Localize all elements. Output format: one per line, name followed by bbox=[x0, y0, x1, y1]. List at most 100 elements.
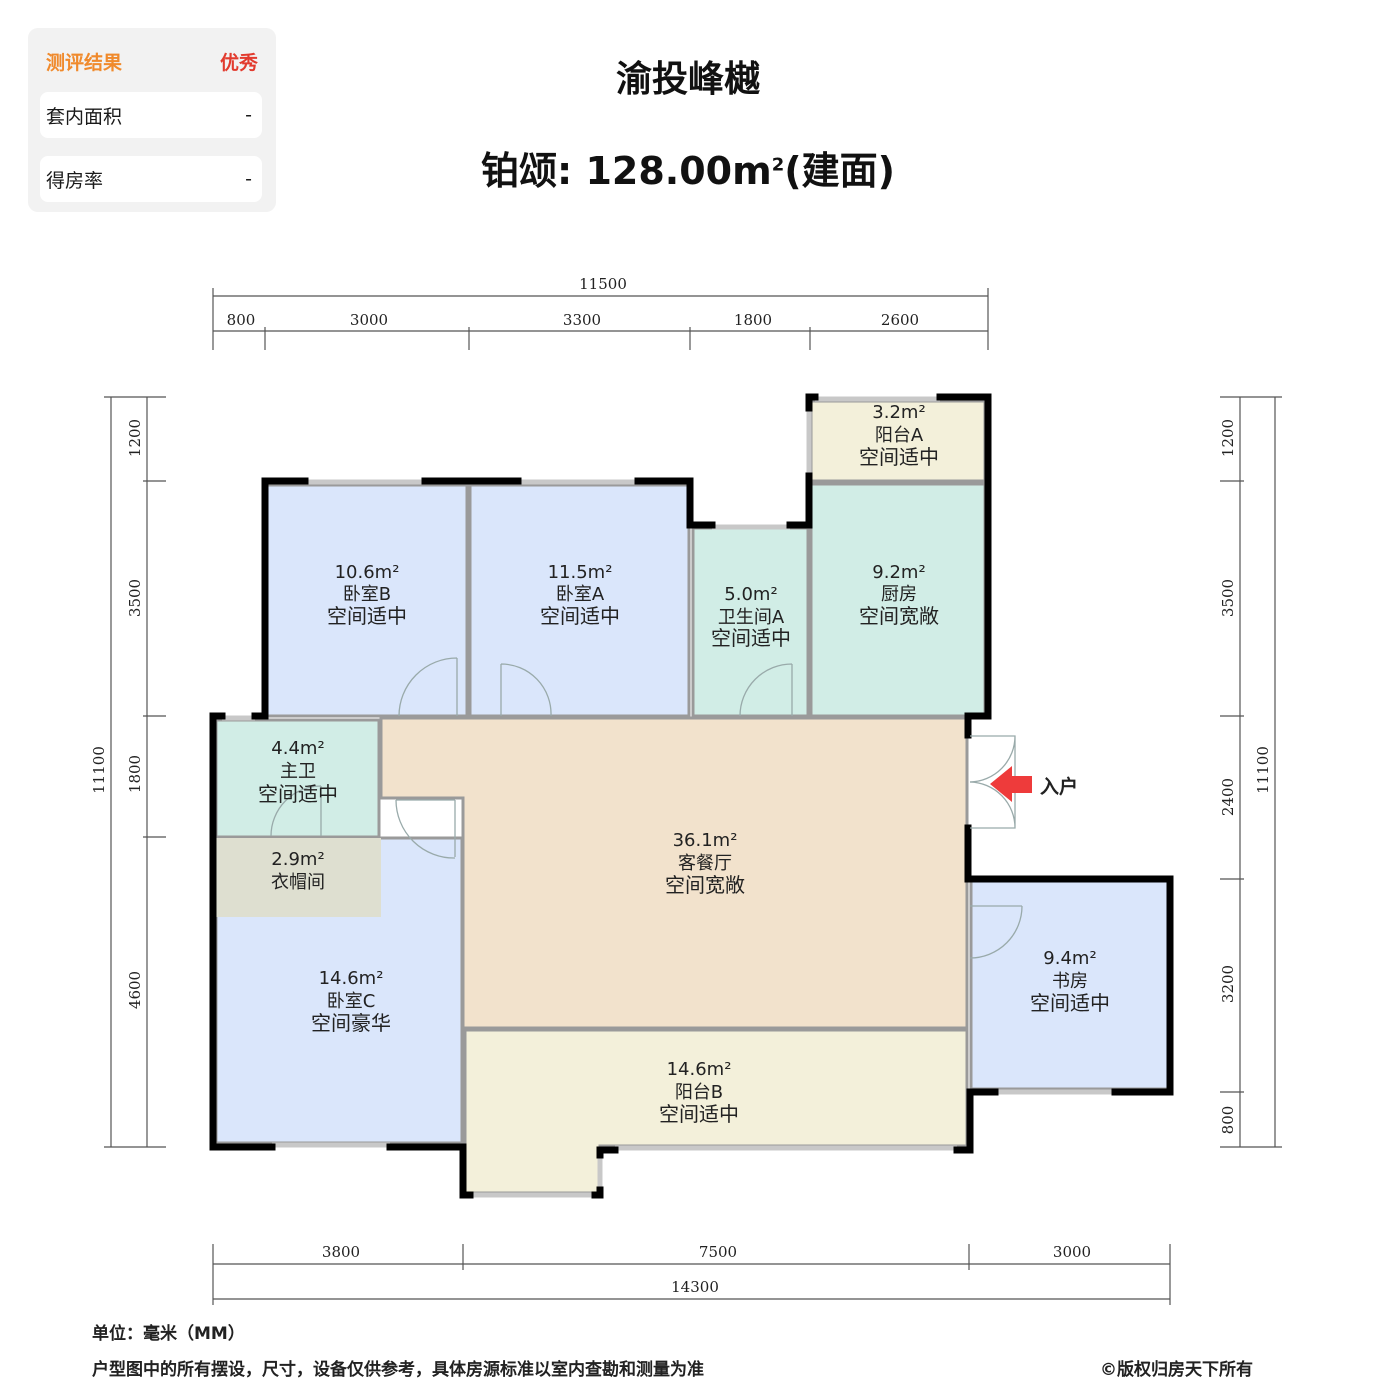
disclaimer: 户型图中的所有摆设，尺寸，设备仅供参考，具体房源标准以室内查勘和测量为准 bbox=[92, 1360, 704, 1380]
svg-text:客餐厅: 客餐厅 bbox=[678, 853, 732, 874]
unit-title: 铂颂: 128.00m2(建面) bbox=[0, 140, 1376, 195]
room-fills bbox=[214, 399, 1170, 1195]
dim-bottom-2: 3000 bbox=[1053, 1243, 1091, 1261]
bedroom-b bbox=[265, 483, 469, 718]
svg-text:空间适中: 空间适中 bbox=[1030, 991, 1110, 1015]
svg-text:卧室B: 卧室B bbox=[343, 584, 391, 605]
entry-label: 入户 bbox=[1040, 775, 1078, 798]
efficiency-label: 得房率 bbox=[46, 169, 104, 192]
svg-text:9.4m²: 9.4m² bbox=[1043, 948, 1096, 969]
left-dimensions bbox=[104, 396, 166, 1148]
room-label-kitchen: 9.2m² 厨房 空间宽敞 bbox=[859, 562, 939, 628]
dim-bottom-total: 14300 bbox=[671, 1278, 719, 1296]
svg-text:阳台B: 阳台B bbox=[675, 1082, 723, 1103]
svg-text:空间适中: 空间适中 bbox=[327, 604, 407, 628]
master-bath bbox=[214, 718, 381, 839]
room-label-closet: 2.9m² 衣帽间 bbox=[271, 849, 325, 893]
dim-top-total: 11500 bbox=[579, 275, 627, 293]
room-label-bedroom-b: 10.6m² 卧室B 空间适中 bbox=[327, 562, 407, 628]
doors bbox=[270, 657, 1023, 959]
svg-text:空间适中: 空间适中 bbox=[711, 626, 791, 650]
door-master-bath bbox=[270, 785, 322, 837]
room-label-bathroom-a: 5.0m² 卫生间A 空间适中 bbox=[711, 584, 791, 650]
room-label-living: 36.1m² 客餐厅 空间宽敞 bbox=[665, 830, 745, 897]
room-label-study: 9.4m² 书房 空间适中 bbox=[1030, 948, 1110, 1015]
svg-text:3.2m²: 3.2m² bbox=[872, 402, 925, 423]
result-value: 优秀 bbox=[219, 52, 258, 74]
dim-left-3: 4600 bbox=[126, 971, 144, 1009]
efficiency-row: 得房率 - bbox=[40, 156, 262, 202]
svg-text:主卫: 主卫 bbox=[280, 761, 316, 782]
dim-right-2: 2400 bbox=[1219, 778, 1237, 816]
study bbox=[969, 879, 1170, 1091]
dim-top-4: 2600 bbox=[881, 311, 919, 329]
svg-text:厨房: 厨房 bbox=[881, 584, 917, 605]
svg-text:9.2m²: 9.2m² bbox=[872, 562, 925, 583]
svg-text:5.0m²: 5.0m² bbox=[724, 584, 777, 605]
dim-top-3: 1800 bbox=[734, 311, 772, 329]
closet bbox=[216, 838, 381, 917]
room-label-balcony-a: 3.2m² 阳台A 空间适中 bbox=[859, 402, 939, 469]
unit-note: 单位：毫米（MM） bbox=[92, 1324, 245, 1344]
svg-text:10.6m²: 10.6m² bbox=[335, 562, 400, 583]
dim-top-0: 800 bbox=[227, 311, 256, 329]
evaluation-result: 测评结果 优秀 bbox=[46, 48, 258, 75]
svg-text:阳台A: 阳台A bbox=[875, 425, 924, 446]
exterior-walls bbox=[209, 393, 1174, 1199]
svg-text:空间适中: 空间适中 bbox=[859, 445, 939, 469]
unit-area: 铂颂: 128.00m bbox=[481, 149, 772, 193]
dim-left-0: 1200 bbox=[126, 419, 144, 457]
room-label-bedroom-c: 14.6m² 卧室C 空间豪华 bbox=[311, 968, 391, 1035]
room-labels: 10.6m² 卧室B 空间适中 11.5m² 卧室A 空间适中 5.0m² 卫生… bbox=[258, 402, 1110, 1126]
svg-text:书房: 书房 bbox=[1052, 971, 1088, 992]
entry-door-top bbox=[969, 735, 1016, 783]
inner-area-row: 套内面积 - bbox=[40, 92, 262, 138]
dim-bottom-1: 7500 bbox=[699, 1243, 737, 1261]
svg-text:14.6m²: 14.6m² bbox=[319, 968, 384, 989]
dim-left-2: 1800 bbox=[126, 755, 144, 793]
dim-right-3: 3200 bbox=[1219, 965, 1237, 1003]
copyright: ©版权归房天下所有 bbox=[1100, 1360, 1253, 1380]
dim-right-4: 800 bbox=[1219, 1106, 1237, 1135]
room-label-balcony-b: 14.6m² 阳台B 空间适中 bbox=[659, 1059, 739, 1126]
svg-text:卫生间A: 卫生间A bbox=[718, 607, 785, 628]
svg-text:11.5m²: 11.5m² bbox=[548, 562, 613, 583]
svg-text:空间宽敞: 空间宽敞 bbox=[665, 873, 745, 897]
svg-text:36.1m²: 36.1m² bbox=[673, 830, 738, 851]
svg-text:2.9m²: 2.9m² bbox=[271, 849, 324, 870]
dim-left-1: 3500 bbox=[126, 579, 144, 617]
dim-top-2: 3300 bbox=[563, 311, 601, 329]
room-label-bedroom-a: 11.5m² 卧室A 空间适中 bbox=[540, 562, 620, 628]
bottom-dimensions bbox=[212, 1244, 1171, 1305]
room-label-master-bath: 4.4m² 主卫 空间适中 bbox=[258, 738, 338, 806]
evaluation-panel: 测评结果 优秀 套内面积 - 得房率 - bbox=[28, 28, 276, 212]
bedroom-a bbox=[468, 483, 691, 718]
svg-text:卧室C: 卧室C bbox=[327, 991, 376, 1012]
dim-right-0: 1200 bbox=[1219, 419, 1237, 457]
result-label: 测评结果 bbox=[46, 52, 123, 74]
svg-text:空间豪华: 空间豪华 bbox=[311, 1011, 391, 1035]
dim-top-1: 3000 bbox=[350, 311, 388, 329]
dim-right-total: 11100 bbox=[1254, 746, 1272, 794]
windows bbox=[222, 396, 1115, 1198]
svg-text:空间适中: 空间适中 bbox=[659, 1102, 739, 1126]
efficiency-value: - bbox=[245, 168, 252, 190]
entry-arrow-icon bbox=[990, 766, 1032, 802]
dim-bottom-0: 3800 bbox=[322, 1243, 360, 1261]
top-dimensions bbox=[212, 288, 989, 350]
svg-text:空间适中: 空间适中 bbox=[258, 782, 338, 806]
dim-left-total: 11100 bbox=[90, 746, 108, 794]
door-bathroom-a bbox=[739, 663, 793, 717]
svg-text:14.6m²: 14.6m² bbox=[667, 1059, 732, 1080]
svg-text:空间适中: 空间适中 bbox=[540, 604, 620, 628]
unit-suffix: (建面) bbox=[784, 149, 895, 193]
svg-text:空间宽敞: 空间宽敞 bbox=[859, 604, 939, 628]
unit-sup: 2 bbox=[771, 154, 785, 176]
door-bedroom-a bbox=[500, 663, 552, 717]
door-bedroom-b bbox=[398, 657, 458, 717]
dim-right-1: 3500 bbox=[1219, 579, 1237, 617]
svg-text:衣帽间: 衣帽间 bbox=[271, 872, 325, 893]
inner-area-label: 套内面积 bbox=[46, 105, 123, 128]
right-dimensions bbox=[1220, 396, 1282, 1148]
